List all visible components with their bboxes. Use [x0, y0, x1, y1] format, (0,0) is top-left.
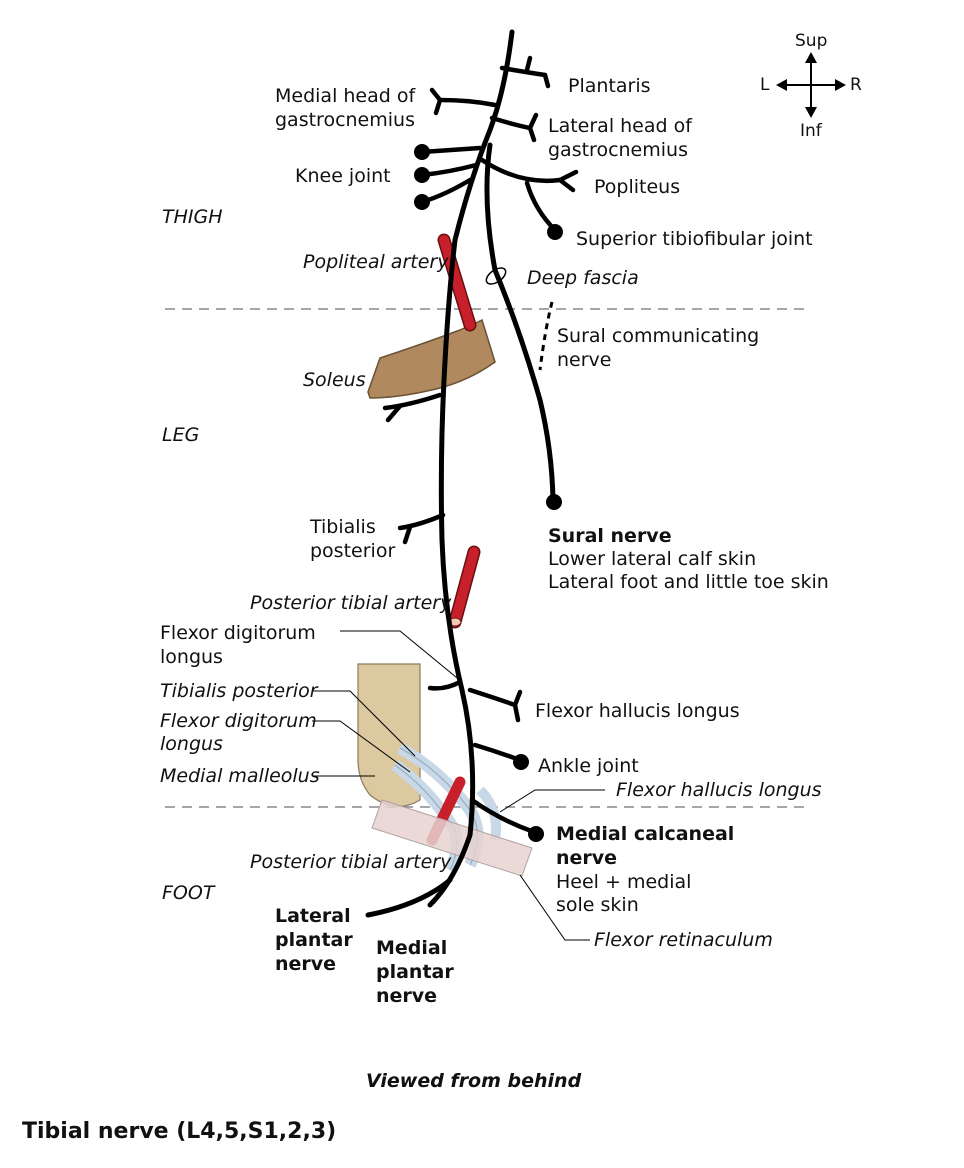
label-flexor-hallucis-longus: Flexor hallucis longus — [535, 700, 740, 722]
label-tendon-tibialis-posterior: Tibialis posterior — [160, 680, 318, 702]
label-posterior-tibial-artery-leg: Posterior tibial artery — [250, 592, 452, 614]
label-medial-calcaneal-4: sole skin — [556, 894, 639, 916]
label-sural-communicating-1: Sural communicating — [557, 325, 760, 347]
compass-right-label: R — [850, 75, 862, 95]
label-medial-calcaneal-3: Heel + medial — [556, 871, 692, 893]
label-plantaris: Plantaris — [568, 75, 651, 97]
label-superior-tibiofibular-joint: Superior tibiofibular joint — [576, 228, 813, 250]
label-sural-nerve: Sural nerve — [548, 525, 672, 547]
compass-sup-label: Sup — [795, 31, 828, 51]
deep-fascia-loop — [485, 267, 507, 285]
label-medial-calcaneal-2: nerve — [556, 847, 618, 869]
view-caption: Viewed from behind — [366, 1070, 582, 1092]
label-popliteal-artery: Popliteal artery — [303, 251, 449, 273]
label-deep-fascia: Deep fascia — [527, 267, 639, 289]
region-foot: FOOT — [162, 882, 215, 904]
label-tendon-fdl-2: longus — [160, 733, 223, 755]
label-sural-nerve-line1: Lower lateral calf skin — [548, 548, 757, 570]
region-leg: LEG — [162, 424, 200, 446]
label-lateral-plantar-3: nerve — [275, 953, 337, 975]
orientation-compass — [776, 52, 846, 118]
label-soleus: Soleus — [303, 369, 366, 391]
label-flexor-retinaculum: Flexor retinaculum — [594, 929, 773, 951]
label-lateral-plantar-1: Lateral — [275, 905, 351, 927]
sural-nerve-end — [546, 494, 562, 510]
label-medial-head-gastroc-2: gastrocnemius — [275, 109, 415, 131]
compass-left-label: L — [760, 75, 770, 95]
label-flexor-digitorum-longus-1: Flexor digitorum — [160, 622, 316, 644]
label-lateral-head-gastroc-2: gastrocnemius — [548, 139, 688, 161]
label-posterior-tibial-artery-foot: Posterior tibial artery — [250, 851, 452, 873]
label-lateral-plantar-2: plantar — [275, 929, 353, 951]
label-tibialis-posterior-2: posterior — [310, 540, 396, 562]
soleus-muscle — [367, 318, 496, 399]
sural-communicating-line — [538, 301, 554, 371]
label-medial-malleolus: Medial malleolus — [160, 765, 320, 787]
label-knee-joint: Knee joint — [295, 165, 391, 187]
label-medial-head-gastroc-1: Medial head of — [275, 85, 416, 107]
sural-nerve-line — [484, 142, 556, 503]
label-medial-calcaneal-1: Medial calcaneal — [556, 823, 735, 845]
posterior-tibial-artery-shape — [448, 545, 481, 629]
leader-lines — [312, 630, 605, 941]
label-tibialis-posterior-1: Tibialis — [310, 516, 376, 538]
label-lateral-head-gastroc-1: Lateral head of — [548, 115, 692, 137]
label-tendon-fdl-1: Flexor digitorum — [160, 710, 317, 732]
label-medial-plantar-1: Medial — [376, 937, 448, 959]
label-tendon-fhl: Flexor hallucis longus — [616, 779, 822, 801]
label-medial-plantar-3: nerve — [376, 985, 438, 1007]
label-sural-nerve-line2: Lateral foot and little toe skin — [548, 571, 829, 593]
label-sural-communicating-2: nerve — [557, 349, 612, 371]
popliteal-artery-shape — [437, 233, 477, 332]
figure-title: Tibial nerve (L4,5,S1,2,3) — [22, 1119, 337, 1144]
region-thigh: THIGH — [162, 206, 223, 228]
label-popliteus: Popliteus — [594, 176, 681, 198]
joint-branch-dots — [414, 144, 563, 842]
label-ankle-joint: Ankle joint — [538, 755, 639, 777]
lateral-plantar-nerve-line — [365, 877, 453, 918]
label-medial-plantar-2: plantar — [376, 961, 454, 983]
flexor-retinaculum-band — [371, 799, 533, 877]
label-flexor-digitorum-longus-2: longus — [160, 646, 223, 668]
compass-inf-label: Inf — [800, 121, 822, 141]
